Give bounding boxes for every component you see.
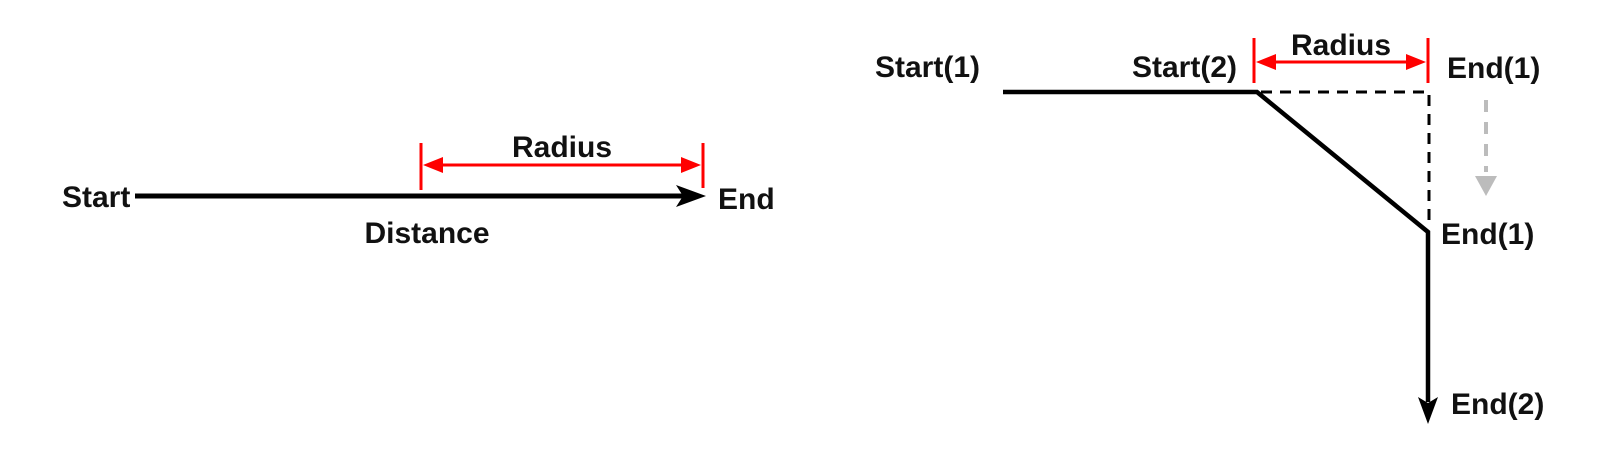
start2-label: Start(2): [1132, 51, 1237, 84]
end2-label: End(2): [1451, 388, 1544, 421]
ghost-end1-label: End(1): [1447, 52, 1540, 85]
radius-arrowhead-right-icon: [681, 157, 701, 173]
construction-dashed-line: [1261, 90, 1431, 222]
radius-label: Radius: [512, 131, 612, 164]
ghost-arrowhead-icon: [1475, 176, 1497, 196]
bent-path-arrowhead-icon: [1418, 397, 1438, 424]
bent-path-diagram: Start(1) Start(2) Radius End(1) End(1) E…: [875, 29, 1544, 424]
bent-path-line: [1003, 89, 1431, 402]
start1-label: Start(1): [875, 51, 980, 84]
radius-arrowhead-left-icon: [423, 157, 443, 173]
distance-arrowhead-icon: [676, 185, 706, 207]
radius2-arrowhead-left-icon: [1256, 54, 1276, 70]
radius2-label: Radius: [1291, 29, 1391, 62]
start-label: Start: [62, 181, 130, 214]
radius2-arrowhead-right-icon: [1406, 54, 1426, 70]
end-label: End: [718, 183, 775, 216]
distance-label: Distance: [364, 217, 489, 250]
straight-path-diagram: Start End Distance Radius: [62, 131, 775, 250]
end1-label: End(1): [1441, 218, 1534, 251]
